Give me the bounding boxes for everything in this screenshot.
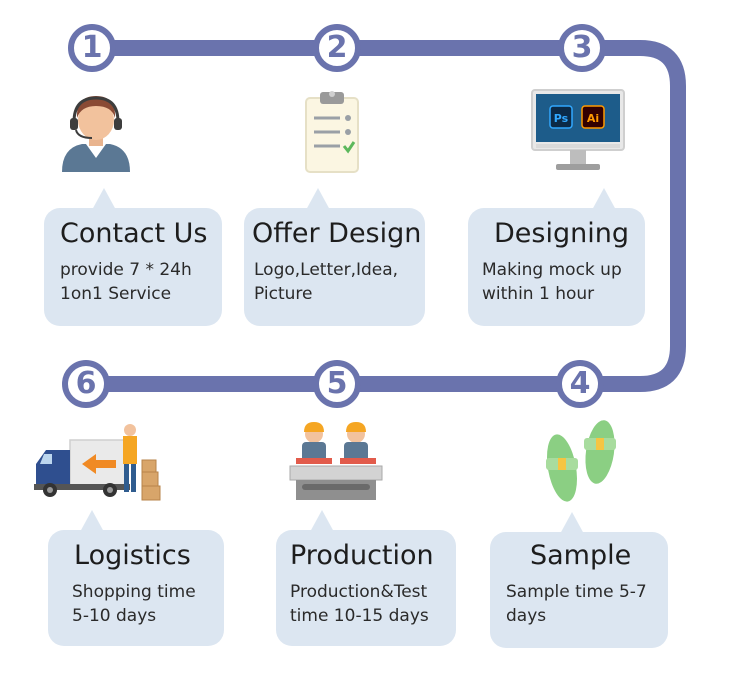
step-5-title: Production bbox=[290, 540, 434, 571]
step-4-title: Sample bbox=[530, 540, 632, 571]
step-3-desc: Making mock up within 1 hour bbox=[482, 258, 622, 306]
step-3-number: 3 bbox=[558, 24, 606, 72]
step-6-desc-line-2: 5-10 days bbox=[72, 606, 157, 626]
step-5-desc-line-1: Production&Test bbox=[290, 582, 428, 602]
step-2-desc: Logo,Letter,Idea, Picture bbox=[254, 258, 398, 306]
step-6-title: Logistics bbox=[74, 540, 191, 571]
step-3-title: Designing bbox=[494, 218, 629, 249]
step-1-desc-line-2: 1on1 Service bbox=[60, 284, 172, 304]
delivery-truck-icon bbox=[34, 424, 161, 501]
step-3-card: Designing Making mock up within 1 hour bbox=[468, 188, 645, 326]
step-5-desc-line-2: time 10-15 days bbox=[290, 606, 429, 626]
clipboard-icon bbox=[305, 91, 359, 173]
step-4-desc-line-2: days bbox=[506, 606, 547, 626]
step-5-number: 5 bbox=[313, 360, 361, 408]
step-2-desc-line-2: Picture bbox=[254, 284, 313, 304]
step-6-desc: Shopping time 5-10 days bbox=[72, 580, 196, 628]
step-2-desc-line-1: Logo,Letter,Idea, bbox=[254, 260, 399, 280]
step-1-title: Contact Us bbox=[60, 218, 208, 249]
step-3-desc-line-1: Making mock up bbox=[482, 260, 622, 280]
step-6-desc-line-1: Shopping time bbox=[72, 582, 196, 602]
step-1-number: 1 bbox=[68, 24, 116, 72]
step-2-card: Offer Design Logo,Letter,Idea, Picture bbox=[244, 188, 425, 326]
photoshop-label: Ps bbox=[554, 112, 569, 125]
step-4-desc-line-1: Sample time 5-7 bbox=[506, 582, 647, 602]
step-3-desc-line-2: within 1 hour bbox=[482, 284, 595, 304]
slippers-icon bbox=[546, 420, 616, 502]
step-6-card: Logistics Shopping time 5-10 days bbox=[48, 510, 224, 646]
design-monitor-icon: Ps Ai bbox=[531, 89, 625, 170]
step-1-desc-line-1: provide 7 * 24h bbox=[60, 260, 192, 280]
factory-workers-icon bbox=[289, 422, 383, 500]
step-5-card: Production Production&Test time 10-15 da… bbox=[276, 510, 456, 646]
step-1-desc: provide 7 * 24h 1on1 Service bbox=[60, 258, 192, 306]
step-2-number: 2 bbox=[313, 24, 361, 72]
step-5-desc: Production&Test time 10-15 days bbox=[290, 580, 429, 628]
step-4-card: Sample Sample time 5-7 days bbox=[490, 512, 668, 648]
illustrator-label: Ai bbox=[587, 112, 599, 125]
step-1-card: Contact Us provide 7 * 24h 1on1 Service bbox=[44, 188, 222, 326]
step-6-number: 6 bbox=[62, 360, 110, 408]
step-4-desc: Sample time 5-7 days bbox=[506, 580, 647, 628]
step-2-title: Offer Design bbox=[252, 218, 422, 249]
step-4-number: 4 bbox=[556, 360, 604, 408]
customer-service-icon bbox=[62, 96, 130, 172]
